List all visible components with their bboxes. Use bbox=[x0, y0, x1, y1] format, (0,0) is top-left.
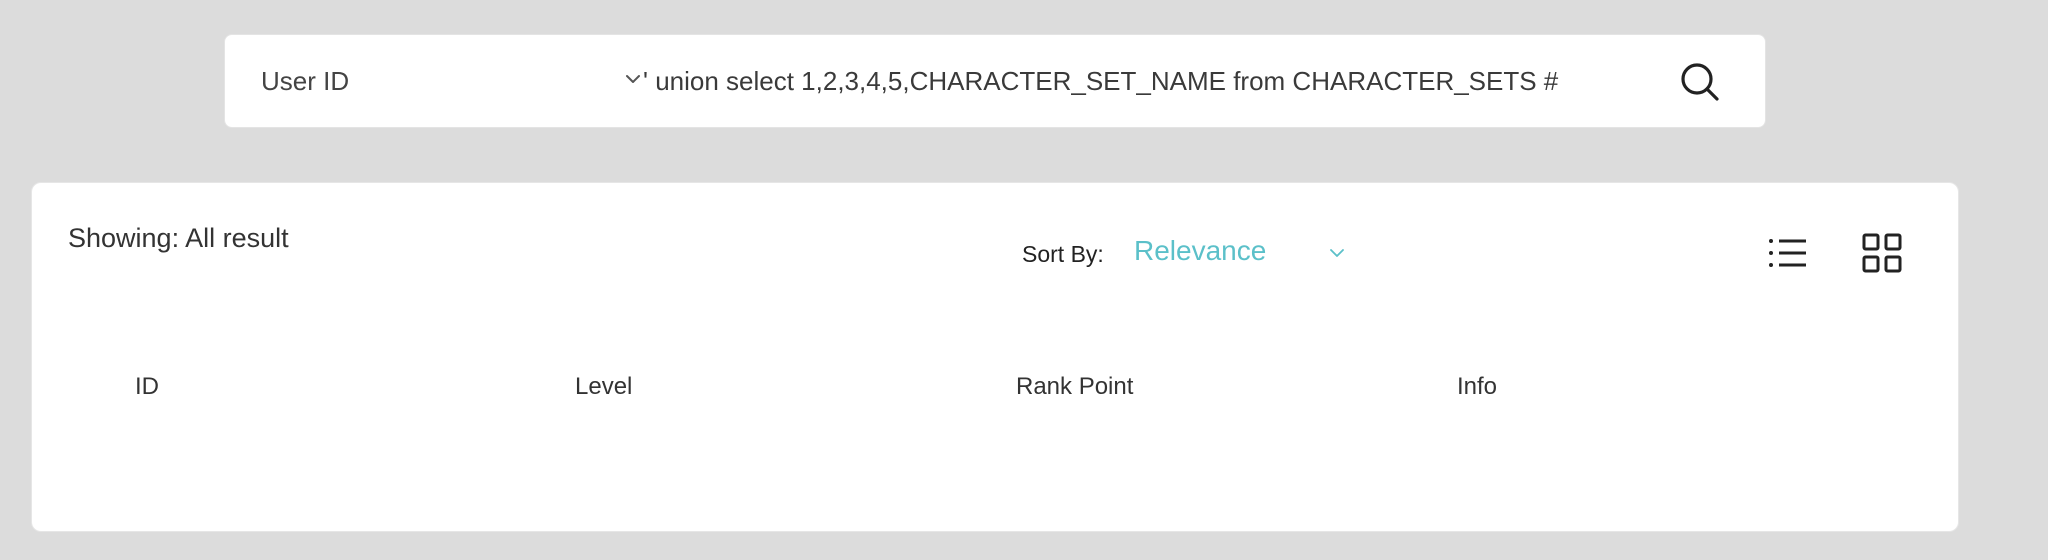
grid-view-icon[interactable] bbox=[1862, 233, 1902, 273]
showing-label: Showing: All result bbox=[68, 223, 289, 253]
results-panel: Showing: All result Sort By: Relevance I… bbox=[31, 182, 1959, 532]
chevron-down-icon bbox=[1330, 249, 1344, 257]
search-icon[interactable] bbox=[1677, 59, 1723, 105]
column-header-id[interactable]: ID bbox=[135, 373, 159, 400]
search-input[interactable] bbox=[637, 55, 1587, 107]
column-header-info[interactable]: Info bbox=[1457, 373, 1498, 400]
search-field-select[interactable]: User ID bbox=[261, 35, 640, 127]
list-view-icon[interactable] bbox=[1768, 235, 1808, 271]
search-field-label: User ID bbox=[261, 65, 350, 96]
sort-value: Relevance bbox=[1134, 235, 1267, 266]
column-header-rank-point[interactable]: Rank Point bbox=[1016, 373, 1134, 400]
sort-select[interactable]: Relevance bbox=[1134, 235, 1364, 275]
column-header-level[interactable]: Level bbox=[575, 373, 633, 400]
sort-by-label: Sort By: bbox=[1022, 241, 1104, 267]
search-bar: User ID bbox=[224, 34, 1766, 128]
